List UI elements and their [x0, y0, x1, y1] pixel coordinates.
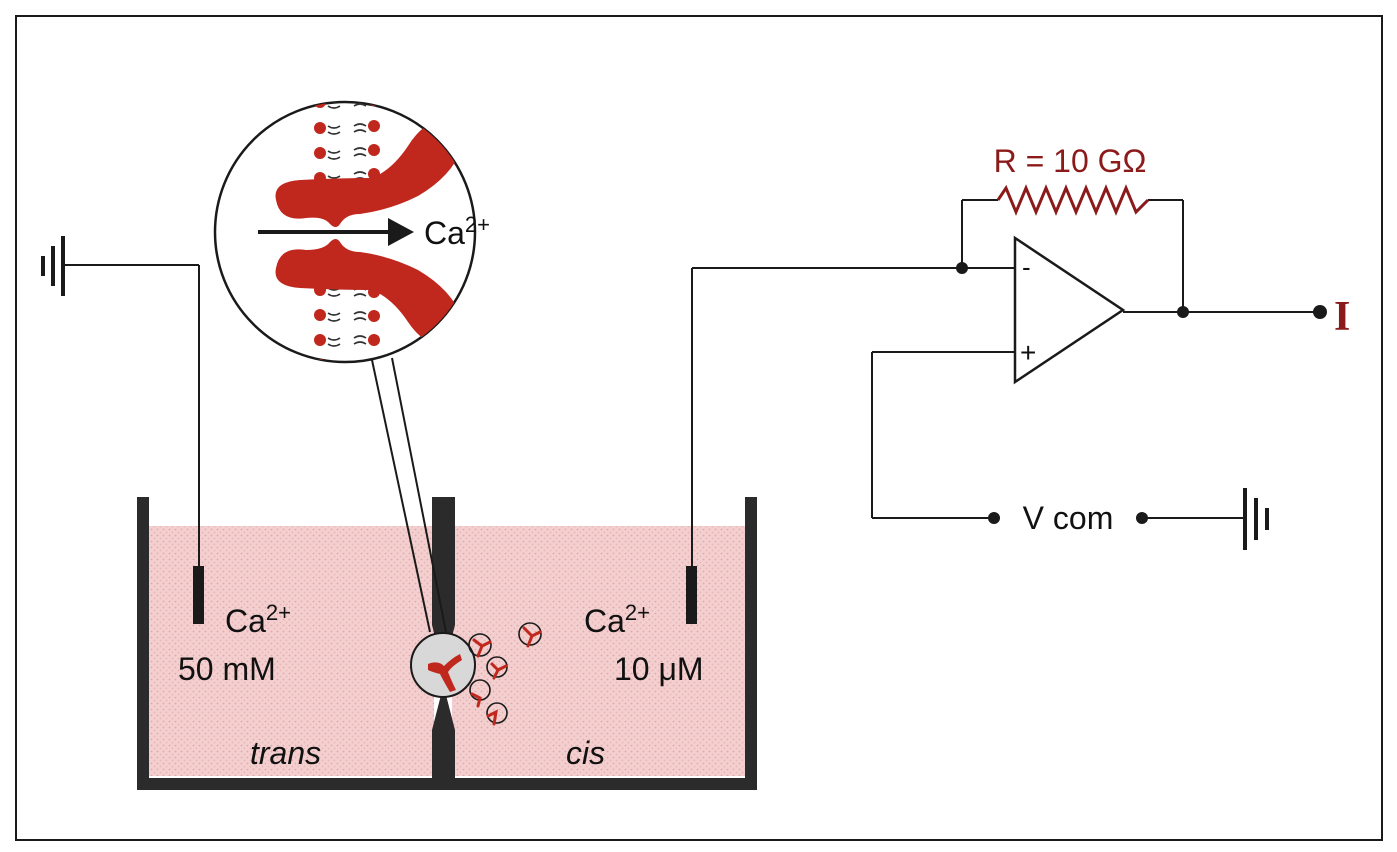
- ground-icon: [1243, 488, 1269, 550]
- output-terminal: [1313, 305, 1327, 319]
- channel-protein-upper: [275, 118, 464, 227]
- input-node: [956, 262, 968, 274]
- output-label: I: [1334, 294, 1350, 340]
- resistor-label: R = 10 GΩ: [994, 143, 1147, 179]
- resistor-zigzag: [996, 184, 1150, 216]
- lipid-tails: [327, 102, 367, 362]
- magnified-view: Ca2+: [213, 100, 490, 364]
- lipid-heads: [314, 102, 380, 362]
- trans-side-label: trans: [250, 735, 321, 771]
- arrow-head-icon: [388, 218, 414, 246]
- cis-side-label: cis: [566, 735, 605, 771]
- cis-concentration: 10 μM: [614, 651, 704, 687]
- vcom-wire: [871, 351, 1243, 519]
- feedback-node: [1177, 306, 1189, 318]
- opamp-minus: -: [1022, 252, 1031, 282]
- vesicle-channels: [470, 626, 542, 726]
- magnifier-cone: [371, 357, 447, 633]
- ion-flow-label: Ca2+: [424, 212, 490, 251]
- fused-vesicle: [410, 632, 476, 698]
- vcom-terminal-left: [988, 512, 1000, 524]
- trans-electrode: [63, 264, 204, 624]
- trans-concentration: 50 mM: [178, 651, 276, 687]
- vcom-label: V com: [1023, 500, 1114, 536]
- channel-protein-lower: [275, 239, 464, 348]
- vcom-terminal-right: [1136, 512, 1148, 524]
- figure-frame: [15, 15, 1383, 841]
- channel-icon: [428, 654, 462, 692]
- feedback-loop: [961, 199, 1184, 312]
- opamp-plus: +: [1020, 337, 1036, 368]
- trans-ion-label: Ca2+: [225, 600, 291, 639]
- ground-icon: [41, 236, 65, 296]
- opamp-triangle: [1013, 235, 1126, 385]
- cis-ion-label: Ca2+: [584, 600, 650, 639]
